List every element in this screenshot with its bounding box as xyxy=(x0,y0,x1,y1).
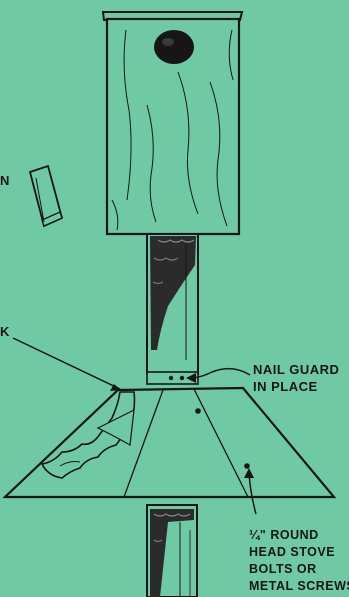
label-bolts-line1: ¼" ROUND xyxy=(249,527,349,544)
conical-guard xyxy=(5,388,334,497)
label-nail-guard-line1: NAIL GUARD xyxy=(253,361,339,378)
nail-guard-piece xyxy=(30,166,62,226)
label-bolts-line4: METAL SCREWS xyxy=(249,578,349,595)
label-bolts-line3: BOLTS OR xyxy=(249,561,349,578)
label-nail-guard: NAIL GUARD IN PLACE xyxy=(253,361,339,395)
label-nail-guard-line2: IN PLACE xyxy=(253,378,339,395)
label-bolts: ¼" ROUND HEAD STOVE BOLTS OR METAL SCREW… xyxy=(249,527,349,595)
label-k: K xyxy=(0,323,10,340)
label-bolts-line2: HEAD STOVE xyxy=(249,544,349,561)
entrance-hole xyxy=(154,30,194,64)
label-n: N xyxy=(0,172,10,189)
post-upper xyxy=(147,234,198,374)
post-lower xyxy=(147,505,197,597)
leader-line-k xyxy=(13,338,121,391)
